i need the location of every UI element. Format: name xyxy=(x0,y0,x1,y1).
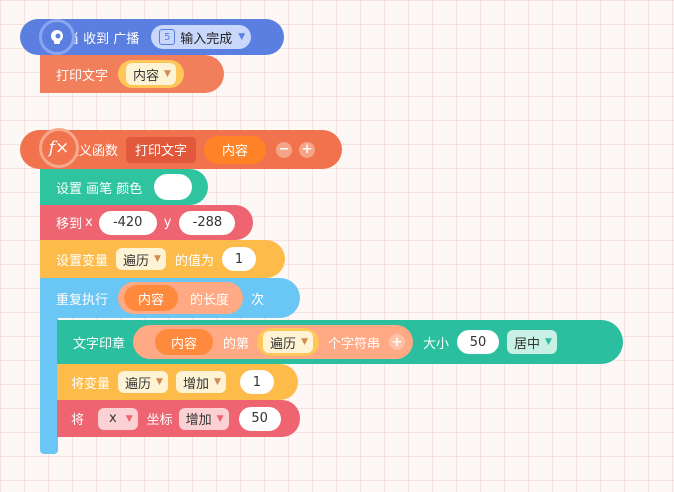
function-name-field[interactable]: 打印文字 xyxy=(126,136,197,163)
change-coordinate-label: 将 xyxy=(71,413,85,428)
coordinate-op-value: 增加 xyxy=(185,413,212,428)
axis-value: x xyxy=(109,411,117,426)
change-coordinate-block[interactable]: 将 x ▼ 坐标 增加 ▼ 50 xyxy=(57,400,300,437)
repeat-header: 重复执行 内容 的长度 次 xyxy=(40,278,264,318)
move-to-label: 移到 xyxy=(56,217,83,232)
broadcast-event-block[interactable]: 当 收到 广播 5 输入完成 ▼ xyxy=(20,19,284,55)
set-value-input[interactable]: 1 xyxy=(221,247,256,271)
y-label: y xyxy=(163,215,172,230)
repeat-param-reporter[interactable]: 内容 xyxy=(124,285,179,311)
size-input[interactable]: 50 xyxy=(457,330,500,354)
broadcast-icon xyxy=(39,19,75,55)
coordinate-op-dropdown[interactable]: 增加 ▼ xyxy=(178,407,229,430)
change-value-input[interactable]: 1 xyxy=(239,370,274,394)
chevron-down-icon: ▼ xyxy=(545,337,552,347)
x-label: x xyxy=(85,215,93,230)
move-to-block[interactable]: 移到 x -420 y -288 xyxy=(40,205,253,240)
define-function-block[interactable]: f× 定义函数 打印文字 内容 − + xyxy=(20,128,342,169)
coordinate-label: 坐标 xyxy=(146,413,173,428)
change-variable-dropdown[interactable]: 遍历 ▼ xyxy=(118,371,168,393)
add-param-button[interactable]: + xyxy=(299,141,316,158)
length-label: 的长度 xyxy=(190,292,230,308)
change-variable-name: 遍历 xyxy=(125,376,152,392)
function-icon: f× xyxy=(39,128,79,168)
text-stamp-label: 文字印章 xyxy=(73,336,126,352)
stamp-param-reporter[interactable]: 内容 xyxy=(155,329,214,355)
set-value-label: 的值为 xyxy=(174,253,214,269)
change-op-dropdown[interactable]: 增加 ▼ xyxy=(175,371,226,393)
print-text-call-block[interactable]: 打印文字 内容 ▼ xyxy=(40,55,224,93)
set-variable-block[interactable]: 设置变量 遍历 ▼ 的值为 1 xyxy=(40,240,285,278)
message-number-icon: 5 xyxy=(159,29,176,45)
event-label: 当 收到 广播 xyxy=(66,31,140,47)
print-param-slot[interactable]: 内容 ▼ xyxy=(118,60,184,88)
coordinate-value-input[interactable]: 50 xyxy=(238,406,281,431)
align-value: 居中 xyxy=(514,336,541,352)
change-variable-label: 将变量 xyxy=(71,376,111,392)
index-variable-name: 遍历 xyxy=(270,336,297,352)
set-variable-label: 设置变量 xyxy=(56,253,109,269)
chevron-down-icon: ▼ xyxy=(154,254,161,264)
length-reporter[interactable]: 内容 的长度 xyxy=(118,282,244,314)
chevron-down-icon: ▼ xyxy=(238,32,246,42)
variable-dropdown[interactable]: 遍历 ▼ xyxy=(116,248,166,270)
function-param-reporter[interactable]: 内容 xyxy=(204,135,267,164)
broadcast-message-dropdown[interactable]: 5 输入完成 ▼ xyxy=(151,25,252,49)
char-label: 个字符串 xyxy=(327,336,380,352)
x-value-input[interactable]: -420 xyxy=(98,210,157,235)
chevron-down-icon: ▼ xyxy=(213,377,221,387)
index-variable-dropdown[interactable]: 遍历 ▼ xyxy=(263,331,313,353)
align-dropdown[interactable]: 居中 ▼ xyxy=(507,330,557,354)
change-op-value: 增加 xyxy=(182,376,209,392)
repeat-block-arm xyxy=(40,318,58,454)
chevron-down-icon: ▼ xyxy=(301,337,308,347)
pen-color-label: 设置 画笔 颜色 xyxy=(56,181,143,197)
broadcast-message-value: 输入完成 xyxy=(180,31,233,47)
y-value-input[interactable]: -288 xyxy=(179,210,236,235)
chevron-down-icon: ▼ xyxy=(125,413,133,424)
add-icon[interactable]: + xyxy=(389,334,405,350)
color-swatch[interactable] xyxy=(154,174,193,200)
set-pen-color-block[interactable]: 设置 画笔 颜色 xyxy=(40,169,208,205)
nth-label: 的第 xyxy=(223,336,250,352)
index-slot[interactable]: 遍历 ▼ xyxy=(257,328,319,356)
axis-dropdown[interactable]: x ▼ xyxy=(98,407,138,430)
char-at-reporter[interactable]: 内容 的第 遍历 ▼ 个字符串 + xyxy=(133,325,413,359)
times-label: 次 xyxy=(251,292,265,308)
change-variable-block[interactable]: 将变量 遍历 ▼ 增加 ▼ 1 xyxy=(57,364,298,400)
print-param-dropdown[interactable]: 内容 ▼ xyxy=(126,63,176,85)
remove-param-button[interactable]: − xyxy=(276,141,293,158)
variable-name: 遍历 xyxy=(123,253,150,269)
chevron-down-icon: ▼ xyxy=(164,69,171,79)
define-label: 定义函数 xyxy=(66,144,119,159)
print-param-value: 内容 xyxy=(133,68,160,84)
print-text-label: 打印文字 xyxy=(56,68,109,84)
repeat-label: 重复执行 xyxy=(56,292,109,308)
text-stamp-block[interactable]: 文字印章 内容 的第 遍历 ▼ 个字符串 + 大小 50 居中 ▼ xyxy=(57,320,623,364)
chevron-down-icon: ▼ xyxy=(216,413,224,424)
chevron-down-icon: ▼ xyxy=(156,377,163,387)
size-label: 大小 xyxy=(423,336,450,352)
